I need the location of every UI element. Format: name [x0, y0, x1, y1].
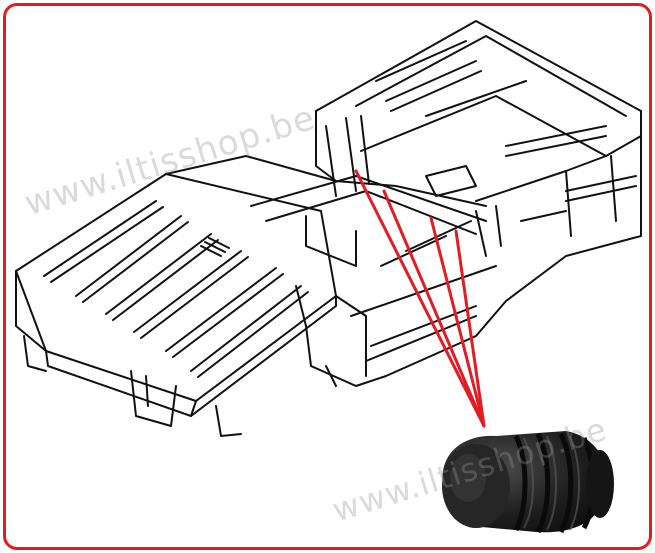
pointer-line-1 — [354, 169, 486, 428]
image-frame: www.iltisshop.be www.iltisshop.be — [3, 3, 652, 550]
pointer-line-4 — [454, 229, 486, 428]
rubber-bump-stop-icon — [442, 431, 614, 534]
pointer-line-2 — [382, 189, 486, 428]
diagram-canvas — [15, 20, 642, 534]
pointer-lines — [354, 169, 486, 428]
pointer-line-3 — [429, 216, 486, 428]
vehicle-body-drawing-icon — [15, 20, 642, 437]
